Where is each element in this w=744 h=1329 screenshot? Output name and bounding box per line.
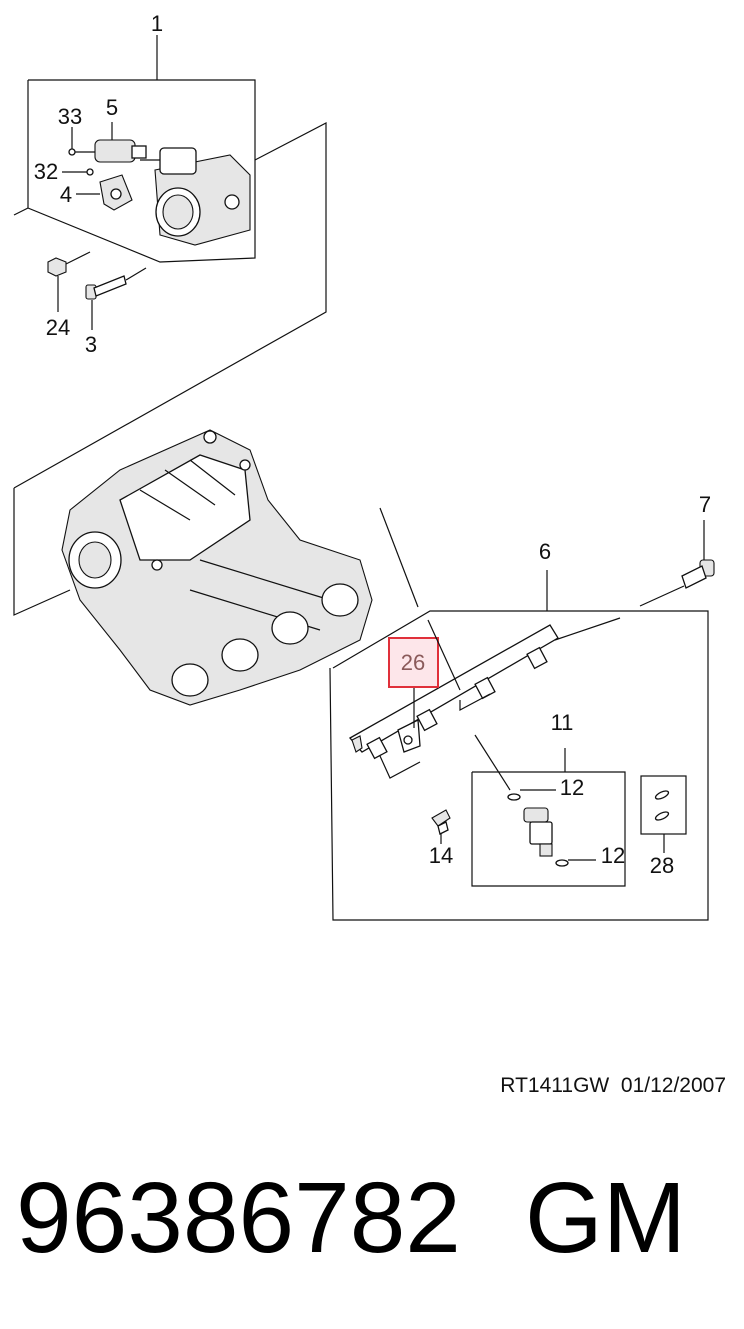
bolt-3 [85, 267, 147, 330]
intake-manifold [13, 429, 373, 706]
callout-3: 3 [85, 332, 97, 357]
bolt-7 [639, 520, 715, 607]
callout-24: 24 [46, 315, 70, 340]
nut-24 [47, 251, 91, 312]
callout-6: 6 [539, 539, 551, 564]
throttle-position-sensor [76, 174, 133, 211]
part-number: 96386782 [16, 1162, 461, 1274]
callout-12-top: 12 [560, 775, 584, 800]
throttle-body-group [13, 35, 327, 489]
callout-33: 33 [58, 104, 82, 129]
callout-4: 4 [60, 182, 72, 207]
clip-14 [431, 809, 451, 844]
fuel-injector [507, 789, 596, 867]
callout-14: 14 [429, 843, 453, 868]
callout-7: 7 [699, 492, 711, 517]
callout-26: 26 [401, 650, 425, 675]
fuel-rail [348, 617, 621, 779]
callout-32: 32 [34, 159, 58, 184]
callout-12-bottom: 12 [601, 843, 625, 868]
throttle-body [140, 147, 251, 246]
highlight-box-26 [388, 637, 439, 688]
callout-28: 28 [650, 853, 674, 878]
callout-11: 11 [551, 710, 574, 735]
brand: GM [525, 1162, 686, 1274]
idle-control-valve [94, 122, 147, 163]
diagram-reference: RT1411GW 01/12/2007 [500, 1074, 726, 1097]
o-ring-kit-28 [640, 775, 687, 853]
fuel-rail-group [329, 507, 715, 921]
callout-1: 1 [151, 11, 163, 36]
callout-5: 5 [106, 95, 118, 120]
